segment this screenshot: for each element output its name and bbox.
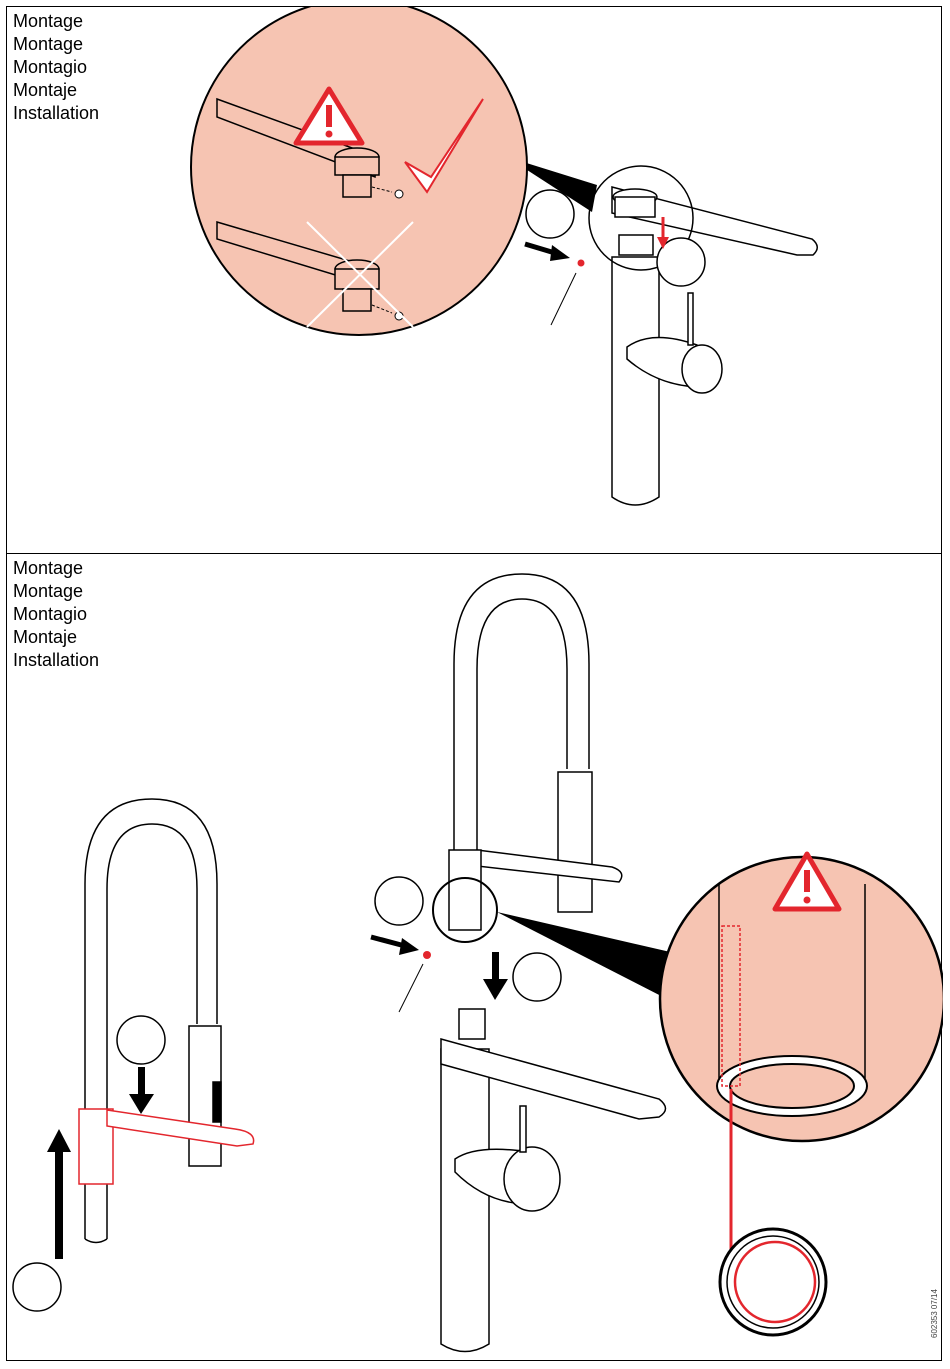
center-faucet-upper <box>449 574 622 930</box>
leader-line <box>551 273 576 325</box>
arrow-icon <box>371 937 419 955</box>
step-marker-left-1 <box>117 1016 165 1064</box>
illustration-step-1 <box>7 7 943 555</box>
arrow-up-icon <box>47 1129 71 1259</box>
arrow-down-icon <box>483 952 508 1000</box>
arrow-icon <box>525 244 570 261</box>
step-marker-center-2 <box>513 953 561 1001</box>
document-code: 602353 07/14 <box>930 1289 939 1338</box>
arrow-down-icon <box>129 1067 154 1114</box>
step-marker-circle <box>526 190 574 238</box>
set-screw <box>578 260 585 267</box>
panel-installation-step-2: Montage Montage Montagio Montaje Install… <box>6 553 942 1361</box>
panel-installation-step-1: Montage Montage Montagio Montaje Install… <box>6 6 942 554</box>
ring-cross-section <box>720 1229 826 1335</box>
set-screw <box>423 951 431 959</box>
center-faucet-body <box>441 1009 666 1352</box>
illustration-step-2 <box>7 554 943 1362</box>
red-bracket-highlight <box>79 1109 254 1184</box>
step-marker-left-2 <box>13 1263 61 1311</box>
leader-line <box>399 964 423 1012</box>
faucet-illustration <box>612 187 817 505</box>
step-marker-center-1 <box>375 877 423 925</box>
detail-zoom-circle <box>191 7 527 335</box>
